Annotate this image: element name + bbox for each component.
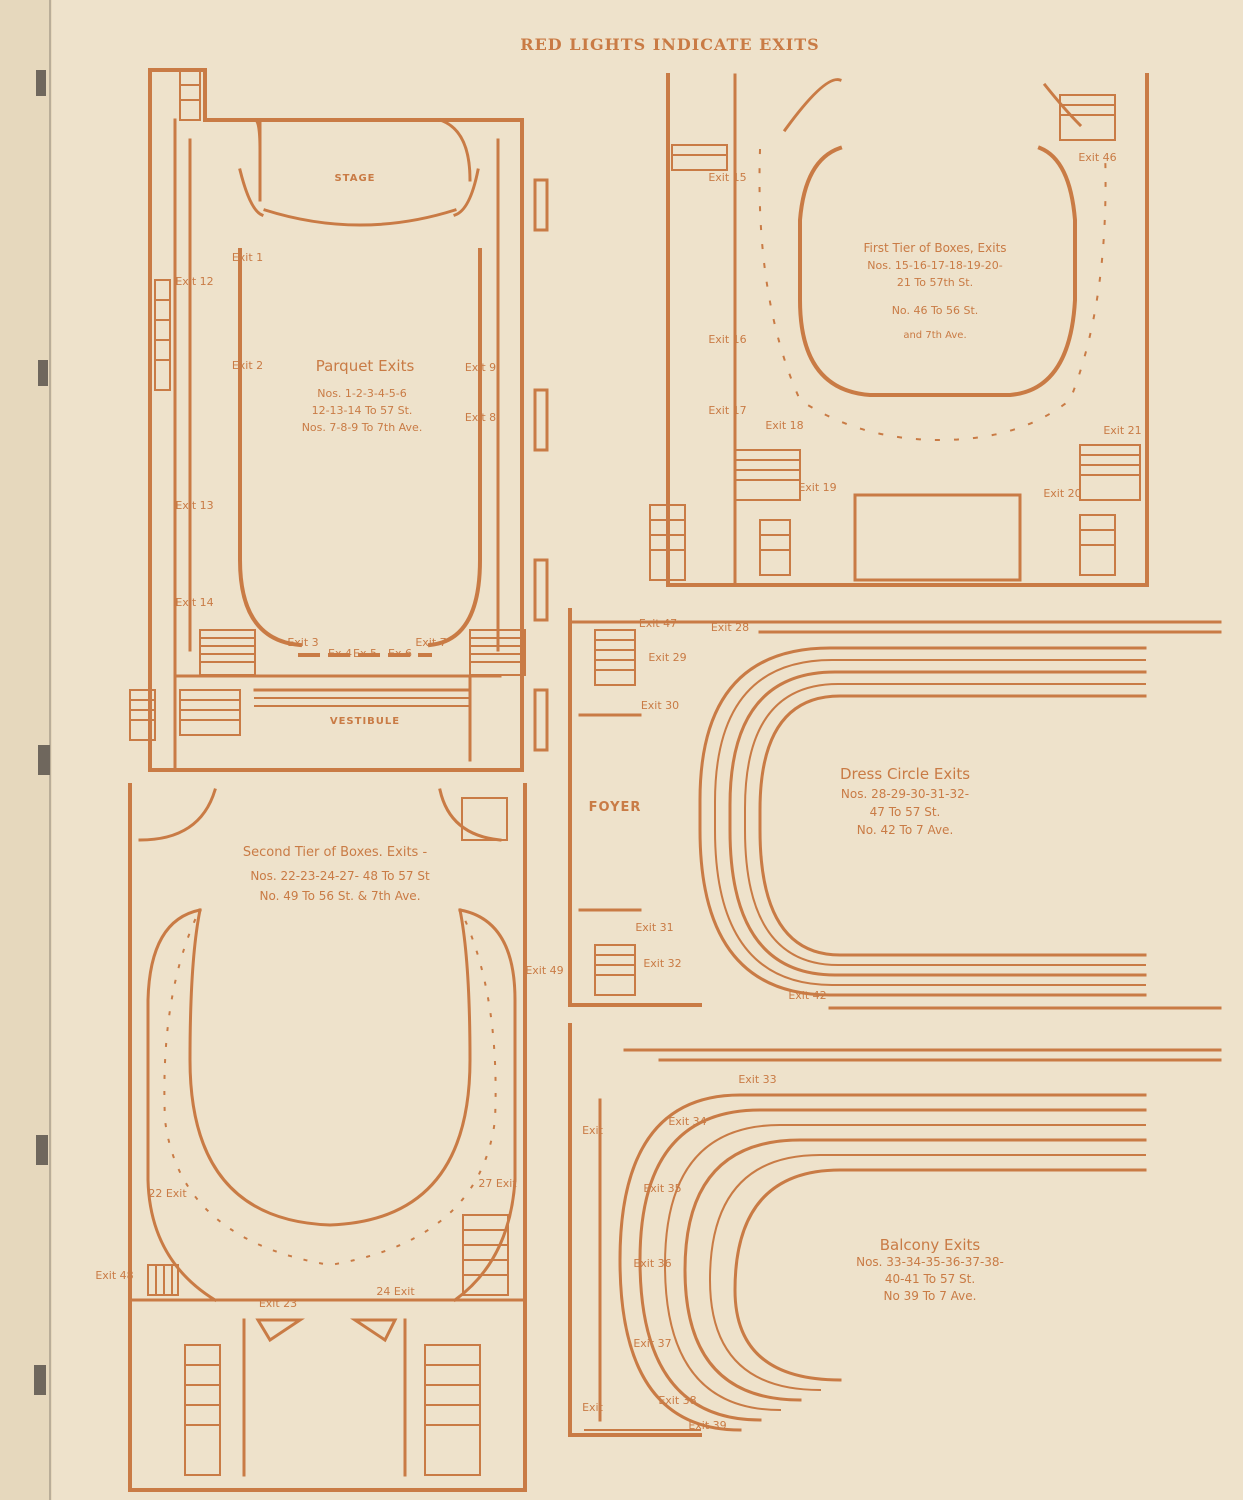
first-tier-title: First Tier of Boxes, Exits xyxy=(863,241,1007,255)
second-tier-line-1: Nos. 22-23-24-27- 48 To 57 St xyxy=(250,869,430,883)
exit-13-label: Exit 13 xyxy=(175,499,214,512)
exit-31-label: Exit 31 xyxy=(635,921,674,934)
parquet-line-3: Nos. 7-8-9 To 7th Ave. xyxy=(301,421,423,434)
exit-6-label: Ex 6 xyxy=(388,647,412,660)
exit-40-label: Exit xyxy=(582,1124,603,1137)
second-tier-line-2: No. 49 To 56 St. & 7th Ave. xyxy=(259,889,421,903)
exit-19-label: Exit 19 xyxy=(798,481,837,494)
page-header: RED LIGHTS INDICATE EXITS xyxy=(520,35,820,54)
exit-5-label: Ex 5 xyxy=(353,647,377,660)
parquet-line-2: 12-13-14 To 57 St. xyxy=(311,404,413,417)
staple-icon xyxy=(38,745,50,775)
exit-22-label: 22 Exit xyxy=(148,1187,187,1200)
exit-16-label: Exit 16 xyxy=(708,333,747,346)
staple-icon xyxy=(34,1365,46,1395)
first-tier-line-1: Nos. 15-16-17-18-19-20- xyxy=(867,259,1003,272)
first-tier-line-2: 21 To 57th St. xyxy=(896,276,974,289)
exit-30-label: Exit 30 xyxy=(640,699,680,712)
exit-8-label: Exit 8 xyxy=(464,411,497,424)
exit-27-label: 27 Exit xyxy=(478,1177,517,1190)
exit-1-label: Exit 1 xyxy=(231,251,264,264)
first-tier-plan xyxy=(649,73,1149,587)
exit-46-label: Exit 46 xyxy=(1078,151,1117,164)
exit-21-label: Exit 21 xyxy=(1103,424,1142,437)
exit-32-label: Exit 32 xyxy=(643,957,682,970)
second-tier-title: Second Tier of Boxes. Exits - xyxy=(242,845,428,860)
exit-4-label: Ex 4 xyxy=(328,647,352,660)
vestibule-label: VESTIBULE xyxy=(329,716,401,727)
dress-circle-line-2: 47 To 57 St. xyxy=(869,805,941,819)
first-tier-line-3: No. 46 To 56 St. xyxy=(891,304,979,317)
foyer-label: FOYER xyxy=(588,800,642,815)
balcony-plan xyxy=(568,1023,1222,1437)
exit-49-label: Exit 49 xyxy=(525,964,564,977)
exit-34-label: Exit 34 xyxy=(668,1115,707,1128)
exit-35-label: Exit 35 xyxy=(643,1182,682,1195)
exit-36-label: Exit 36 xyxy=(633,1257,672,1270)
exit-42-label: Exit 42 xyxy=(788,989,827,1002)
dress-circle-line-3: No. 42 To 7 Ave. xyxy=(856,823,954,837)
exit-39-label: Exit 39 xyxy=(688,1419,727,1432)
binding-edge xyxy=(0,0,52,1500)
dress-circle-title: Dress Circle Exits xyxy=(839,765,971,783)
exit-47-label: Exit 47 xyxy=(638,617,678,630)
exit-38-label: Exit 38 xyxy=(658,1394,697,1407)
first-tier-line-4: and 7th Ave. xyxy=(903,330,967,341)
balcony-line-2: 40-41 To 57 St. xyxy=(884,1272,976,1286)
staple-icon xyxy=(38,360,48,386)
dress-circle-line-1: Nos. 28-29-30-31-32- xyxy=(840,787,970,801)
balcony-line-1: Nos. 33-34-35-36-37-38- xyxy=(856,1255,1004,1269)
exit-33-label: Exit 33 xyxy=(738,1073,777,1086)
exit-7-label: Exit 7 xyxy=(415,636,447,649)
balcony-title: Balcony Exits xyxy=(879,1236,981,1254)
exit-3-label: Exit 3 xyxy=(287,636,319,649)
exit-20-label: Exit 20 xyxy=(1043,487,1082,500)
exit-41-label: Exit xyxy=(582,1401,603,1414)
exit-28-label: Exit 28 xyxy=(710,621,750,634)
exit-12-label: Exit 12 xyxy=(175,275,214,288)
exit-14-label: Exit 14 xyxy=(175,596,214,609)
parquet-title: Parquet Exits xyxy=(315,357,415,375)
exit-2-label: Exit 2 xyxy=(231,359,264,372)
exit-24-label: 24 Exit xyxy=(376,1285,415,1298)
exit-48-label: Exit 48 xyxy=(95,1269,134,1282)
balcony-line-3: No 39 To 7 Ave. xyxy=(883,1289,977,1303)
parquet-line-1: Nos. 1-2-3-4-5-6 xyxy=(317,387,407,400)
exit-29-label: Exit 29 xyxy=(648,651,687,664)
exit-17-label: Exit 17 xyxy=(708,404,747,417)
exit-37-label: Exit 37 xyxy=(633,1337,672,1350)
stage-label: STAGE xyxy=(334,173,376,184)
parquet-plan xyxy=(129,68,549,772)
exit-23-label: Exit 23 xyxy=(258,1297,298,1310)
second-tier-plan xyxy=(128,783,527,1492)
exit-9-label: Exit 9 xyxy=(464,361,497,374)
exit-15-label: Exit 15 xyxy=(708,171,747,184)
staple-icon xyxy=(36,1135,48,1165)
exit-18-label: Exit 18 xyxy=(765,419,804,432)
dress-circle-plan xyxy=(568,608,1222,1010)
staple-icon xyxy=(36,70,46,96)
